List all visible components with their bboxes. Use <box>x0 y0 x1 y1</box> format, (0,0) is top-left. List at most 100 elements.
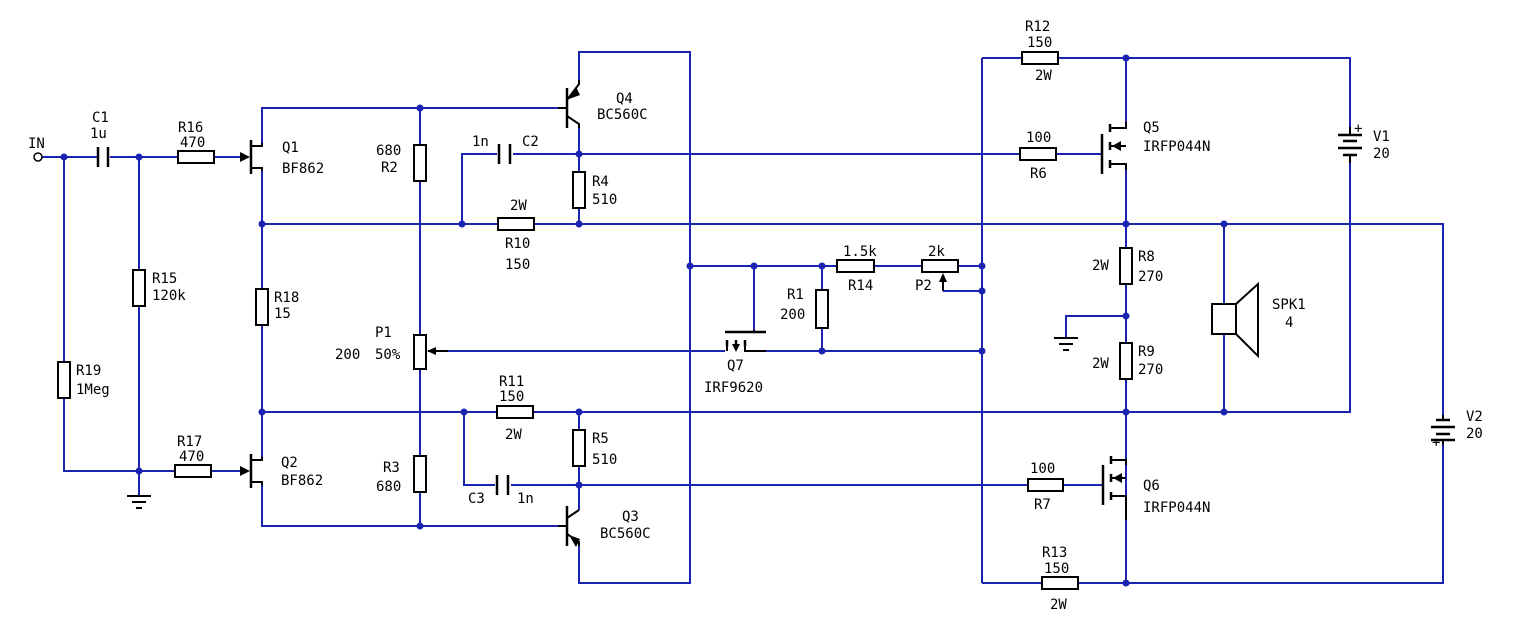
svg-text:2W: 2W <box>1092 356 1109 372</box>
svg-text:270: 270 <box>1138 269 1163 285</box>
svg-text:V1: V1 <box>1373 129 1390 145</box>
svg-text:470: 470 <box>180 135 205 151</box>
svg-text:120k: 120k <box>152 288 186 304</box>
svg-text:IRFP044N: IRFP044N <box>1143 139 1210 155</box>
svg-text:IRF9620: IRF9620 <box>704 380 763 396</box>
svg-text:R18: R18 <box>274 290 299 306</box>
svg-text:470: 470 <box>179 449 204 465</box>
svg-text:680: 680 <box>376 143 401 159</box>
svg-text:SPK1: SPK1 <box>1272 297 1306 313</box>
input-terminal: IN <box>28 136 45 162</box>
svg-text:R17: R17 <box>177 434 202 450</box>
resistor-r11: R11 150 2W <box>496 374 534 443</box>
resistor-r8: 2W R8 270 <box>1092 247 1163 285</box>
svg-text:R9: R9 <box>1138 344 1155 360</box>
svg-text:150: 150 <box>1027 35 1052 51</box>
svg-text:Q5: Q5 <box>1143 120 1160 136</box>
resistor-r14: 1.5k R14 <box>836 244 877 294</box>
input-label: IN <box>28 136 45 152</box>
svg-text:Q2: Q2 <box>281 455 298 471</box>
battery-v2: + V2 20 <box>1431 409 1483 451</box>
svg-text:P2: P2 <box>915 278 932 294</box>
svg-text:R16: R16 <box>178 120 203 136</box>
potentiometer-p1: P1 200 50% <box>335 325 448 370</box>
svg-text:2W: 2W <box>510 198 527 214</box>
svg-text:R11: R11 <box>499 374 524 390</box>
resistor-r2: 680 R2 <box>376 143 427 182</box>
resistor-r19: R19 1Meg <box>57 361 110 399</box>
resistor-r18: R18 15 <box>255 288 299 326</box>
resistor-r15: R15 120k <box>132 269 186 307</box>
resistor-r3: R3 680 <box>376 455 427 495</box>
svg-text:BC560C: BC560C <box>600 526 651 542</box>
bjt-q3: Q3 BC560C <box>558 506 651 547</box>
svg-text:+: + <box>1354 121 1362 137</box>
resistor-r17: R17 470 <box>174 434 212 478</box>
svg-text:R12: R12 <box>1025 19 1050 35</box>
svg-text:510: 510 <box>592 452 617 468</box>
resistor-r12: R12 150 2W <box>1021 19 1059 84</box>
svg-text:R10: R10 <box>505 236 530 252</box>
svg-text:R19: R19 <box>76 363 101 379</box>
svg-text:Q7: Q7 <box>727 358 744 374</box>
svg-text:Q1: Q1 <box>282 140 299 156</box>
svg-text:150: 150 <box>1044 561 1069 577</box>
svg-text:270: 270 <box>1138 362 1163 378</box>
svg-text:1n: 1n <box>517 491 534 507</box>
svg-text:2W: 2W <box>1035 68 1052 84</box>
svg-text:20: 20 <box>1466 426 1483 442</box>
ground-symbol-output <box>1054 337 1078 351</box>
svg-text:680: 680 <box>376 479 401 495</box>
svg-text:P1: P1 <box>375 325 392 341</box>
svg-text:BF862: BF862 <box>282 161 324 177</box>
potentiometer-p2: 2k P2 <box>915 244 982 294</box>
resistor-r7: 100 R7 <box>1027 461 1064 513</box>
svg-text:C1: C1 <box>92 110 109 126</box>
svg-text:100: 100 <box>1030 461 1055 477</box>
svg-text:150: 150 <box>505 257 530 273</box>
mosfet-q5: Q5 IRFP044N <box>1100 120 1210 174</box>
svg-text:R15: R15 <box>152 271 177 287</box>
svg-text:1.5k: 1.5k <box>843 244 877 260</box>
svg-text:Q3: Q3 <box>622 509 639 525</box>
svg-text:50%: 50% <box>375 347 401 363</box>
svg-text:100: 100 <box>1026 130 1051 146</box>
svg-text:R13: R13 <box>1042 545 1067 561</box>
junction-dots <box>60 54 1228 587</box>
svg-text:R14: R14 <box>848 278 873 294</box>
resistor-r1: R1 200 <box>780 287 829 329</box>
svg-text:V2: V2 <box>1466 409 1483 425</box>
svg-text:1n: 1n <box>472 134 489 150</box>
resistor-r9: 2W R9 270 <box>1092 342 1163 380</box>
svg-text:2W: 2W <box>505 427 522 443</box>
svg-text:IRFP044N: IRFP044N <box>1143 500 1210 516</box>
svg-text:R2: R2 <box>381 160 398 176</box>
capacitor-c3: C3 1n <box>468 475 534 507</box>
svg-text:20: 20 <box>1373 146 1390 162</box>
svg-text:Q4: Q4 <box>616 91 633 107</box>
svg-text:150: 150 <box>499 389 524 405</box>
svg-text:R8: R8 <box>1138 249 1155 265</box>
svg-text:C2: C2 <box>522 134 539 150</box>
svg-text:4: 4 <box>1285 315 1293 331</box>
svg-text:+: + <box>1432 435 1440 451</box>
bjt-q4: Q4 BC560C <box>558 80 648 128</box>
svg-text:BF862: BF862 <box>281 473 323 489</box>
resistor-r4: R4 510 <box>572 171 617 209</box>
svg-text:R4: R4 <box>592 174 609 190</box>
resistor-r10: 2W R10 150 <box>497 198 535 273</box>
ground-symbol-input <box>127 495 151 509</box>
wires <box>42 51 1444 584</box>
resistor-r6: 100 R6 <box>1019 130 1057 182</box>
svg-text:R7: R7 <box>1034 497 1051 513</box>
svg-text:200: 200 <box>335 347 360 363</box>
svg-text:R5: R5 <box>592 431 609 447</box>
svg-text:R1: R1 <box>787 287 804 303</box>
battery-v1: + V1 20 <box>1338 121 1390 163</box>
svg-text:200: 200 <box>780 307 805 323</box>
mosfet-q6: Q6 IRFP044N <box>1101 456 1210 520</box>
svg-text:1Meg: 1Meg <box>76 382 110 398</box>
jfet-q1: Q1 BF862 <box>240 140 324 177</box>
